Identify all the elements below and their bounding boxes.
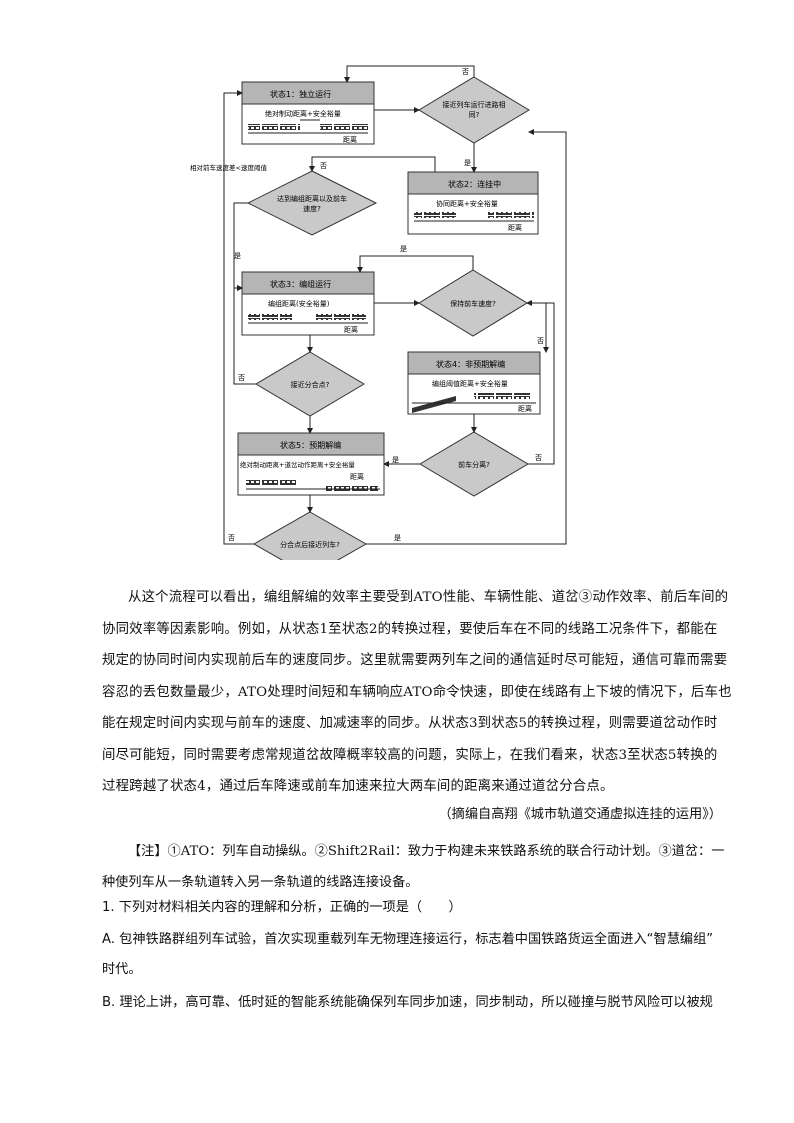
state4-axis: 距离 bbox=[518, 404, 532, 413]
label-no-4: 否 bbox=[238, 374, 245, 382]
flow-connectors bbox=[223, 65, 567, 545]
d3-text: 保持前车速度? bbox=[450, 299, 496, 308]
flowchart-figure: 状态1：独立运行 绝对制动距离+安全裕量 距离 接近列车运行进路相 同? 状态2… bbox=[190, 60, 590, 577]
d1-line1: 接近列车运行进路相 bbox=[443, 100, 506, 109]
label-no-2: 否 bbox=[320, 162, 327, 170]
para-line: 容忍的丢包数量最少，ATO处理时间短和车辆响应ATO命令快速，即使在线路有上下坡… bbox=[102, 684, 732, 700]
decision-keep-speed: 保持前车速度? bbox=[418, 269, 528, 337]
state4-box: 状态4：非预期解编 编组阈值距离+安全裕量 距离 bbox=[407, 351, 541, 415]
body-paragraph: 从这个流程可以看出，编组解编的效率主要受到ATO性能、车辆性能、道岔③动作效率、… bbox=[102, 582, 732, 803]
state4-title: 状态4：非预期解编 bbox=[436, 359, 505, 369]
option-b: B. 理论上讲，高可靠、低时延的智能系统能确保列车同步加速，同步制动，所以碰撞与… bbox=[102, 988, 732, 1018]
d1-line2: 同? bbox=[469, 111, 480, 119]
decision-same-route: 接近列车运行进路相 同? bbox=[418, 76, 530, 144]
question-stem: 1. 下列对材料相关内容的理解和分析，正确的一项是（ ） bbox=[102, 900, 462, 915]
state2-title: 状态2：连挂中 bbox=[448, 179, 501, 189]
option-b-line: B. 理论上讲，高可靠、低时延的智能系统能确保列车同步加速，同步制动，所以碰撞与… bbox=[102, 995, 713, 1010]
decision-near-junction: 接近分合点? bbox=[255, 351, 365, 417]
para-line: 能在规定时间内实现与前车的速度、加减速率的同步。从状态3到状态5的转换过程，则需… bbox=[102, 716, 718, 731]
decision-formation-distance: 达到编组距离以及前车 速度? bbox=[246, 170, 378, 236]
note-line: 种使列车从一条轨道转入另一条轨道的线路连接设备。 bbox=[102, 875, 419, 890]
label-no-6: 否 bbox=[228, 534, 235, 542]
d6-text: 分合点后接近列车? bbox=[280, 540, 340, 549]
footnote: 【注】①ATO：列车自动操纵。②Shift2Rail：致力于构建未来铁路系统的联… bbox=[102, 836, 725, 898]
label-no-1: 否 bbox=[462, 68, 469, 76]
state5-axis: 距离 bbox=[350, 472, 364, 481]
state3-box: 状态3：编组运行 编组距离(安全裕量) 距离 bbox=[241, 271, 375, 336]
d5-text: 前车分离? bbox=[458, 460, 490, 469]
state3-title: 状态3：编组运行 bbox=[270, 279, 331, 289]
para-line: 规定的协同时间内实现前后车的速度同步。这里就需要两列车之间的通信延时尽可能短，通… bbox=[102, 653, 728, 668]
label-yes-1: 是 bbox=[464, 159, 471, 167]
state1-box: 状态1：独立运行 绝对制动距离+安全裕量 距离 bbox=[241, 81, 375, 145]
state1-title: 状态1：独立运行 bbox=[270, 89, 331, 99]
label-yes-4: 是 bbox=[392, 456, 399, 464]
para-line: 间尽可能短，同时需要考虑常规道岔故障概率较高的问题，实际上，在我们看来，状态3至… bbox=[102, 747, 718, 763]
label-yes-6: 是 bbox=[394, 534, 401, 542]
state3-label: 编组距离(安全裕量) bbox=[268, 299, 330, 308]
d2-line2: 速度? bbox=[303, 204, 321, 213]
decision-after-junction: 分合点后接近列车? bbox=[252, 511, 368, 577]
note-line: 【注】①ATO：列车自动操纵。②Shift2Rail：致力于构建未来铁路系统的联… bbox=[128, 844, 725, 859]
state2-label: 协同距离+安全裕量 bbox=[436, 199, 498, 208]
option-a-line: A. 包神铁路群组列车试验，首次实现重载列车无物理连接运行，标志着中国铁路货运全… bbox=[102, 932, 714, 947]
label-yes-2: 是 bbox=[234, 252, 241, 260]
d2-line1: 达到编组距离以及前车 bbox=[277, 194, 347, 203]
para-line: 过程跨越了状态4，通过后车降速或前车加速来拉大两车间的距离来通过道岔分合点。 bbox=[102, 779, 614, 794]
question-1: 1. 下列对材料相关内容的理解和分析，正确的一项是（ ） bbox=[102, 893, 732, 923]
state1-axis: 距离 bbox=[343, 135, 357, 144]
state1-label: 绝对制动距离+安全裕量 bbox=[265, 109, 341, 118]
label-yes-3: 是 bbox=[400, 245, 407, 253]
state2-box: 状态2：连挂中 协同距离+安全裕量 距离 bbox=[407, 171, 539, 235]
flowchart-svg: 状态1：独立运行 绝对制动距离+安全裕量 距离 接近列车运行进路相 同? 状态2… bbox=[190, 65, 567, 577]
label-no-5: 否 bbox=[535, 454, 542, 462]
label-no-3: 否 bbox=[537, 337, 544, 345]
source-citation: （摘编自高翔《城市轨道交通虚拟连挂的运用》） bbox=[438, 807, 722, 822]
state3-axis: 距离 bbox=[344, 325, 358, 334]
option-a-line: 时代。 bbox=[102, 962, 142, 977]
state5-label: 绝对制动距离+道岔动作距离+安全裕量 bbox=[240, 460, 355, 469]
state4-label: 编组阈值距离+安全裕量 bbox=[432, 379, 508, 388]
option-a: A. 包神铁路群组列车试验，首次实现重载列车无物理连接运行，标志着中国铁路货运全… bbox=[102, 925, 732, 985]
state5-box: 状态5：预期解编 绝对制动距离+道岔动作距离+安全裕量 距离 bbox=[237, 432, 385, 496]
para-line: 从这个流程可以看出，编组解编的效率主要受到ATO性能、车辆性能、道岔③动作效率、… bbox=[128, 590, 729, 605]
decision-front-separate: 前车分离? bbox=[419, 431, 529, 497]
d4-text: 接近分合点? bbox=[291, 380, 330, 389]
state5-title: 状态5：预期解编 bbox=[280, 440, 341, 450]
speed-threshold-note: 相对前车速度差<速度阈值 bbox=[190, 163, 267, 172]
para-line: 协同效率等因素影响。例如，从状态1至状态2的转换过程，要使后车在不同的线路工况条… bbox=[102, 621, 718, 637]
state2-axis: 距离 bbox=[508, 223, 522, 232]
